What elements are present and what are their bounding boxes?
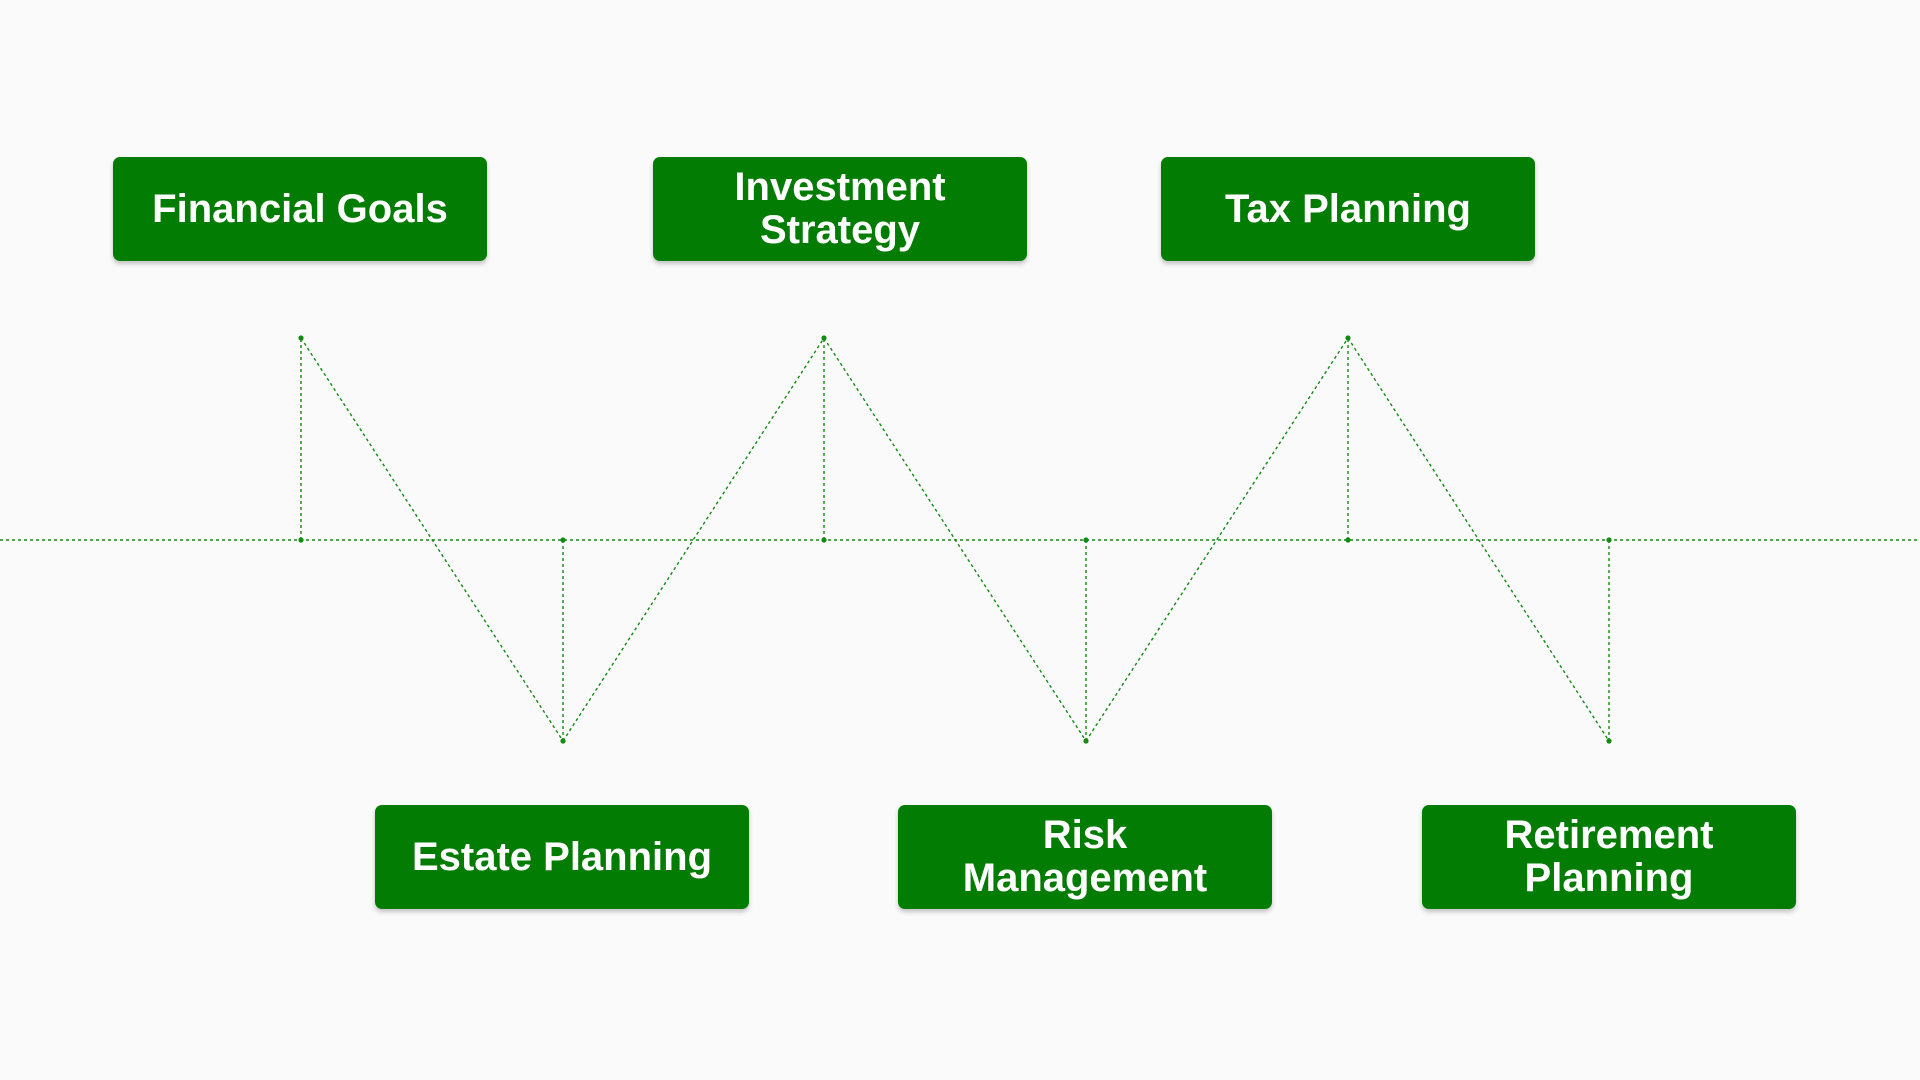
step-box-tax-planning: Tax Planning xyxy=(1161,157,1535,261)
baseline-node xyxy=(560,537,566,543)
trough-node xyxy=(1606,738,1612,744)
trough-node xyxy=(1083,738,1089,744)
step-label-financial-goals: Financial Goals xyxy=(152,186,448,231)
step-label-risk-management: Risk Management xyxy=(962,813,1208,900)
zigzag-segment xyxy=(562,337,825,742)
zigzag-segment xyxy=(300,337,564,742)
step-box-risk-management: Risk Management xyxy=(898,805,1272,909)
zigzag-segment xyxy=(1085,337,1349,742)
peak-node xyxy=(821,335,827,341)
step-box-financial-goals: Financial Goals xyxy=(113,157,487,261)
baseline-node xyxy=(298,537,304,543)
step-box-retirement-planning: Retirement Planning xyxy=(1422,805,1796,909)
zigzag-segment xyxy=(1347,337,1610,742)
step-box-estate-planning: Estate Planning xyxy=(375,805,749,909)
baseline-node xyxy=(1345,537,1351,543)
step-label-tax-planning: Tax Planning xyxy=(1225,186,1471,231)
step-label-retirement-planning: Retirement Planning xyxy=(1504,813,1714,900)
baseline-node xyxy=(1606,537,1612,543)
peak-node xyxy=(298,335,304,341)
zigzag-segment xyxy=(823,337,1087,742)
baseline-node xyxy=(821,537,827,543)
step-label-investment-strategy: Investment Strategy xyxy=(734,165,946,252)
peak-node xyxy=(1345,335,1351,341)
step-box-investment-strategy: Investment Strategy xyxy=(653,157,1027,261)
baseline-node xyxy=(1083,537,1089,543)
trough-node xyxy=(560,738,566,744)
step-label-estate-planning: Estate Planning xyxy=(411,834,713,879)
